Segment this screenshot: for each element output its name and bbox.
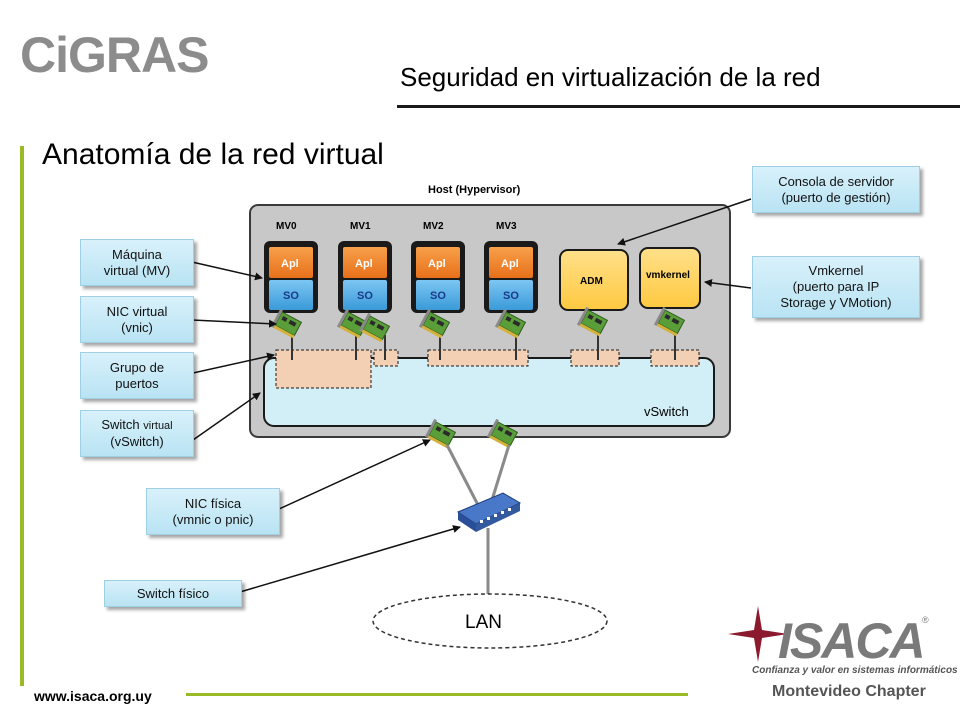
callout-consola-servidor: Consola de servidor(puerto de gestión) xyxy=(752,166,920,213)
footer-url: www.isaca.org.uy xyxy=(34,688,152,704)
left-accent-bar xyxy=(20,146,24,686)
slide-title: Seguridad en virtualización de la red xyxy=(400,62,821,92)
callout-arrows xyxy=(191,198,752,593)
footer-rule xyxy=(186,693,688,696)
lan-cloud xyxy=(372,593,608,649)
callout-switch-fisico: Switch físico xyxy=(104,580,242,607)
vm-label-mv2: MV2 xyxy=(423,221,444,232)
vm-mv0: Apl SO xyxy=(264,241,318,313)
title-underline xyxy=(397,105,960,108)
callout-nic-virtual: NIC virtual(vnic) xyxy=(80,296,194,343)
lan-label: LAN xyxy=(465,612,502,633)
vm-label-mv0: MV0 xyxy=(276,221,297,232)
app-label: Apl xyxy=(501,258,519,270)
callout-switch-virtual: Switch virtual (vSwitch) xyxy=(80,410,194,457)
os-label: SO xyxy=(503,290,519,302)
os-label: SO xyxy=(283,290,299,302)
vm-label-mv3: MV3 xyxy=(496,221,517,232)
vm-mv3: Apl SO xyxy=(484,241,538,313)
physical-links xyxy=(445,444,511,600)
vm-label-mv1: MV1 xyxy=(350,221,371,232)
isaca-logo: ISACA xyxy=(778,613,926,669)
vm-mv1: Apl SO xyxy=(338,241,392,313)
isaca-registered-mark: ® xyxy=(922,615,929,625)
adm-box xyxy=(559,249,629,311)
cigras-logo: CiGRAS xyxy=(20,27,209,83)
isaca-cross-icon xyxy=(728,606,788,662)
host-label: Host (Hypervisor) xyxy=(428,184,521,196)
app-label: Apl xyxy=(428,258,446,270)
app-label: Apl xyxy=(281,258,299,270)
app-label: Apl xyxy=(355,258,373,270)
os-label: SO xyxy=(357,290,373,302)
adm-label: ADM xyxy=(580,276,603,287)
vnic-links xyxy=(291,328,676,360)
os-label: SO xyxy=(430,290,446,302)
vm-mv2: Apl SO xyxy=(411,241,465,313)
isaca-tagline: Confianza y valor en sistemas informátic… xyxy=(752,665,958,676)
vmkernel-label: vmkernel xyxy=(646,270,690,281)
isaca-chapter: Montevideo Chapter xyxy=(772,683,926,700)
callout-nic-fisica: NIC física(vmnic o pnic) xyxy=(146,488,280,535)
physical-switch xyxy=(456,492,522,532)
slide-subtitle: Anatomía de la red virtual xyxy=(42,138,384,171)
vmkernel-box xyxy=(639,247,701,309)
vswitch-label: vSwitch xyxy=(644,404,689,419)
